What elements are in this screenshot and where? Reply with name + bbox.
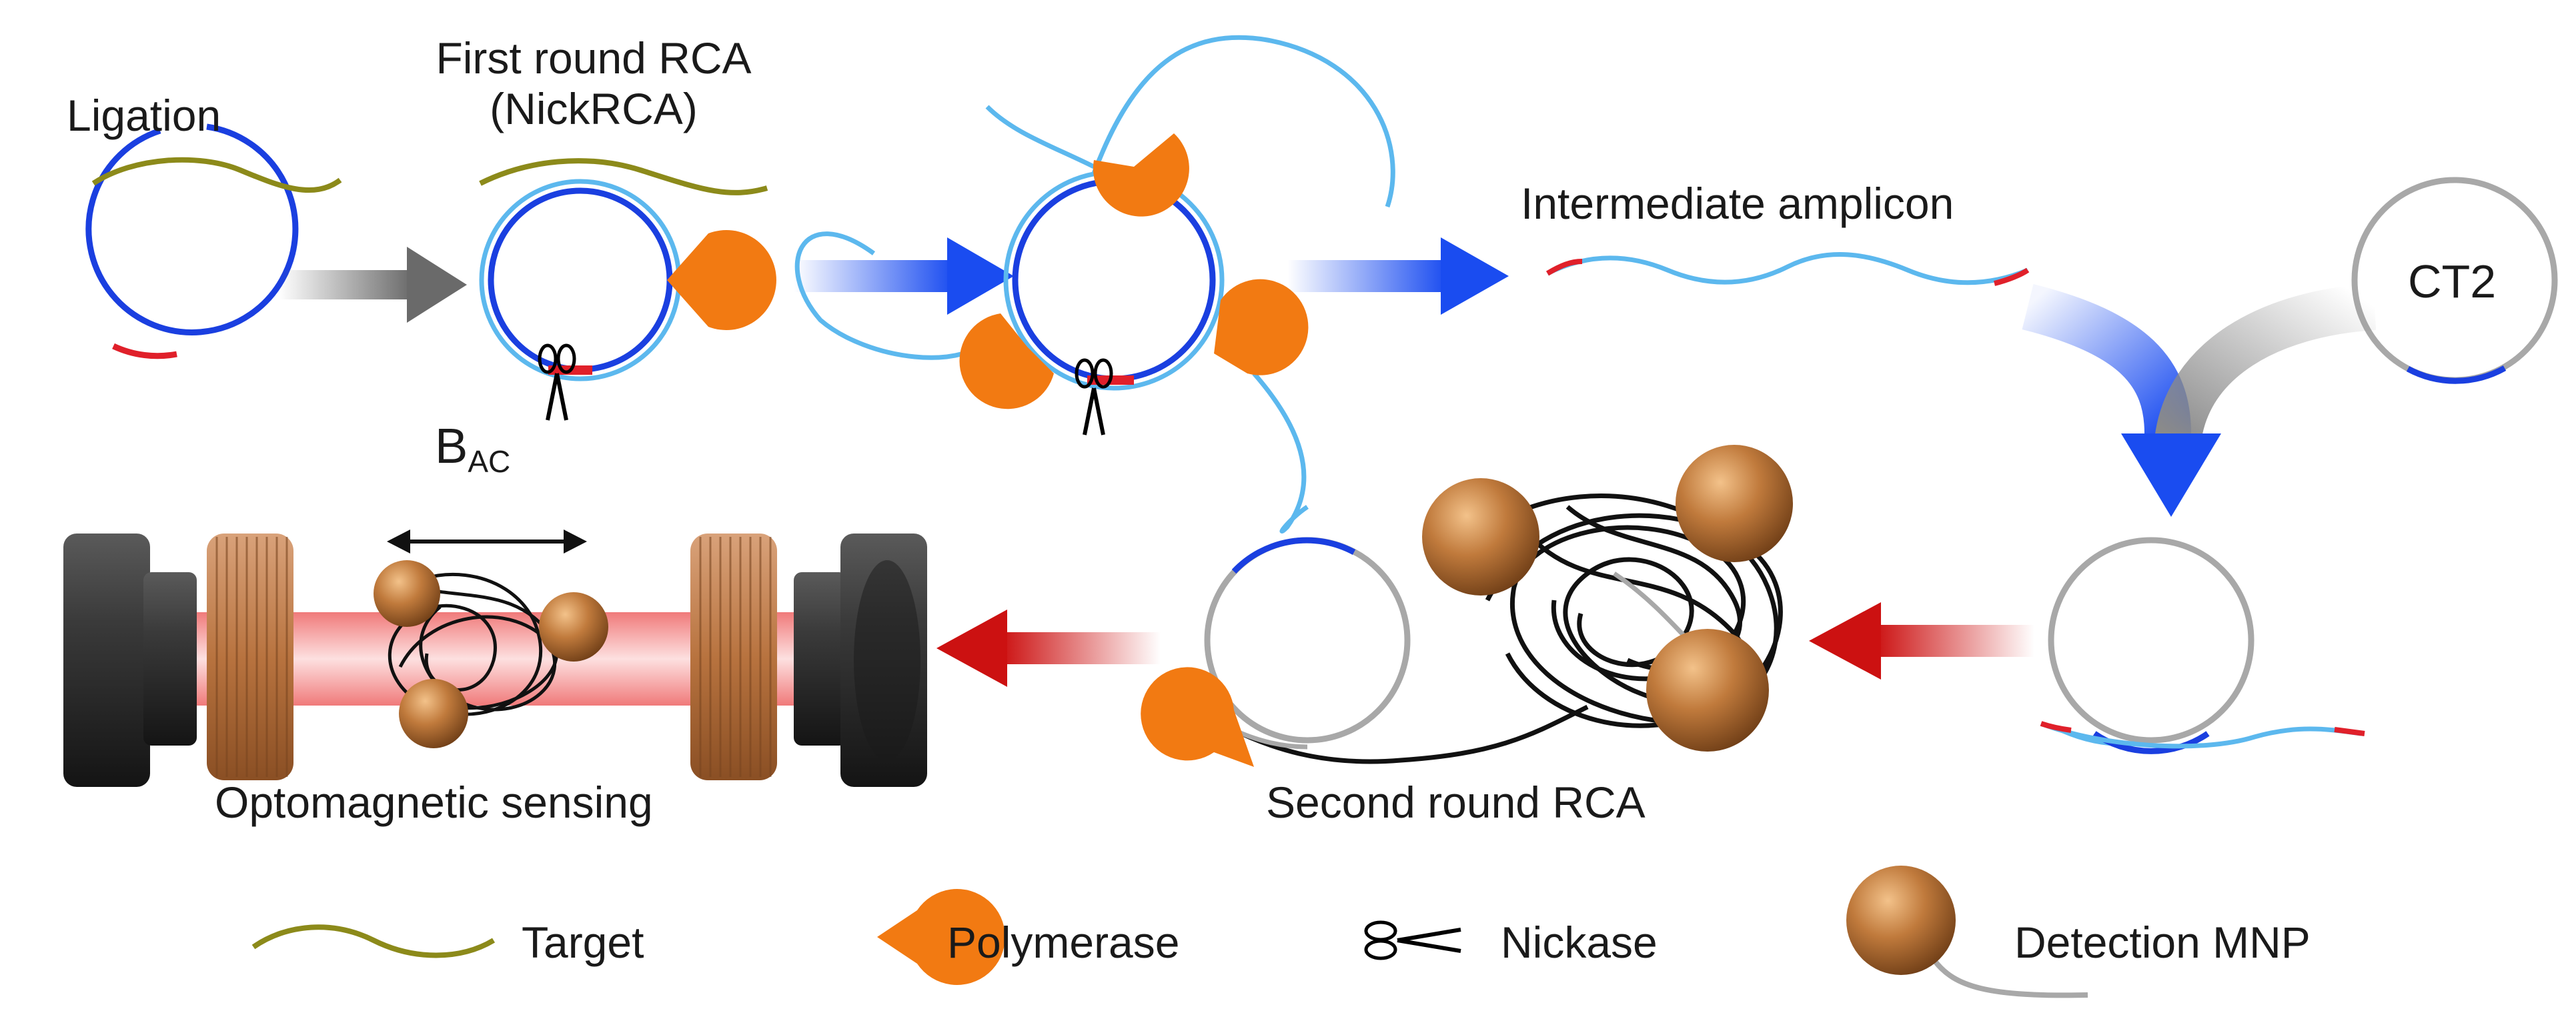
polymerase-shape-left: [959, 313, 1054, 409]
detection-mnp-2: [1676, 445, 1793, 562]
right-magnet-inner: [794, 572, 847, 746]
legend-target-line: [251, 924, 496, 958]
ct2-label: CT2: [2408, 255, 2497, 307]
first-round-rca-label: First round RCA (NickRCA): [394, 33, 794, 135]
arrow-rca-to-nickrca: [794, 237, 1014, 315]
right-coil: [690, 534, 777, 780]
legend-target-label: Target: [522, 918, 644, 967]
ligation-site-mark: [112, 343, 177, 359]
sensing-mnp-3: [399, 679, 468, 748]
legend-polymerase-icon: [877, 889, 1005, 986]
target-strand-2: [479, 158, 768, 195]
legend-detection-mnp-label: Detection MNP: [2014, 918, 2311, 967]
detection-mnp-1: [1422, 478, 1539, 596]
ligation-label: Ligation: [67, 91, 221, 140]
legend-nickase-icon: [1364, 920, 1461, 960]
intermediate-amplicon-strand: [1545, 252, 2030, 286]
arrow-ligation-to-rca: [279, 247, 467, 323]
bac-subscript: AC: [468, 444, 511, 479]
first-round-rca-line1: First round RCA: [436, 33, 752, 83]
left-coil: [207, 534, 293, 780]
sensing-mnp-1: [374, 560, 440, 627]
bac-main: B: [435, 418, 468, 473]
intermediate-amplicon-label: Intermediate amplicon: [1521, 179, 1954, 228]
sensing-mnp-2: [539, 592, 608, 662]
polymerase-shape-second: [1141, 667, 1254, 767]
ct2-hybridized: [2040, 537, 2365, 754]
ct2-circle: [2351, 177, 2558, 384]
arrow-to-intermediate: [1287, 237, 1509, 315]
padlock-probe-circle-3: [1012, 178, 1216, 382]
bac-label: BAC: [435, 417, 510, 479]
padlock-probe-circle: [85, 123, 299, 335]
target-strand: [91, 157, 342, 193]
bac-double-arrow: [387, 530, 587, 554]
optomagnetic-sensing-label: Optomagnetic sensing: [215, 778, 653, 827]
hybridization-arrows: [2022, 283, 2377, 517]
first-round-rca-line2: (NickRCA): [490, 83, 698, 133]
detection-mnp-3: [1646, 629, 1769, 752]
padlock-probe-circle-2: [488, 187, 673, 373]
legend-mnp-icon: [1846, 866, 1956, 975]
arrow-to-sensing: [936, 610, 1161, 687]
legend-polymerase-label: Polymerase: [947, 918, 1180, 967]
left-magnet-inner: [143, 572, 197, 746]
nickase-icon-2: [1075, 358, 1113, 435]
nickrca-complex: [794, 35, 1395, 534]
polymerase-shape-right: [1214, 279, 1309, 375]
ligation-probe: [85, 123, 342, 359]
amplicon-strand-circle: [479, 179, 682, 381]
arrow-to-second-round: [1809, 602, 2034, 680]
legend-nickase-label: Nickase: [1501, 918, 1658, 967]
left-magnet-outer: [63, 534, 150, 787]
optomagnetic-device: [63, 530, 927, 787]
polymerase-shape-top: [1093, 133, 1189, 217]
second-round-rca-label: Second round RCA: [1266, 778, 1646, 827]
polymerase-shape: [667, 230, 776, 331]
second-round-rca-complex: [1141, 445, 1793, 767]
legend: [251, 866, 2088, 998]
first-round-rca-complex: [479, 158, 776, 381]
nickase-icon-1: [538, 343, 576, 421]
